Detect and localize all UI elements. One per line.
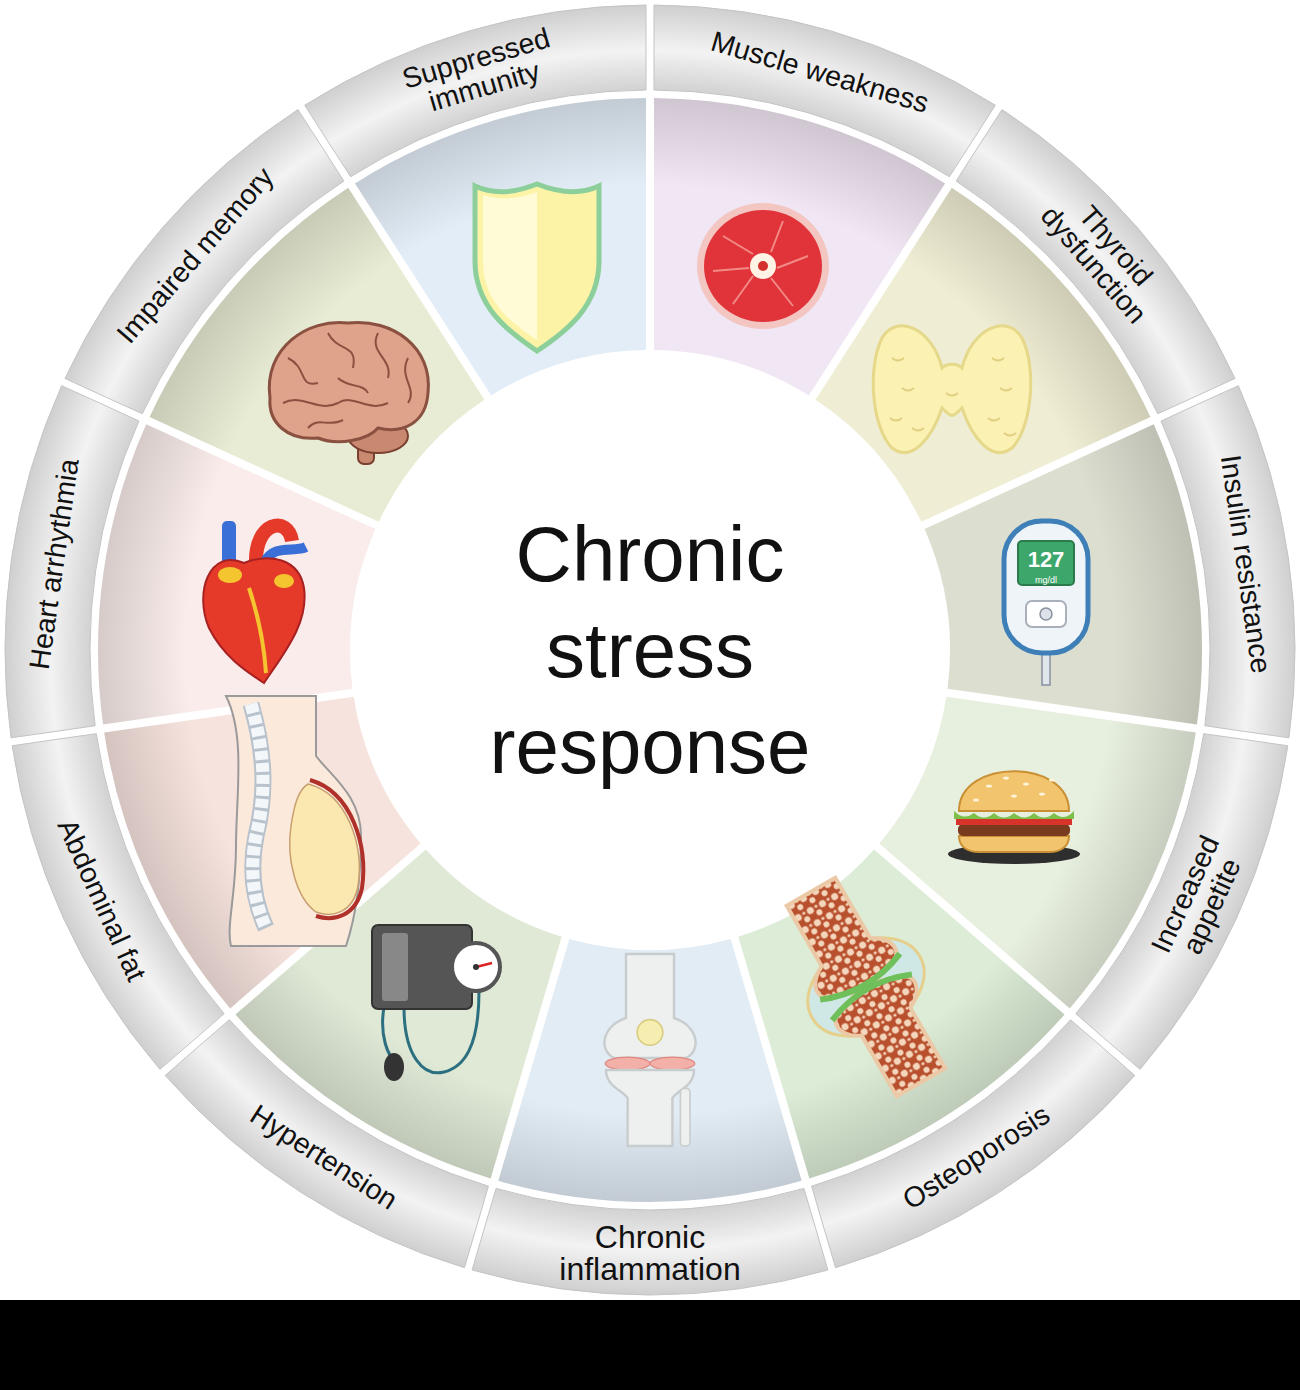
label-band [1161,386,1295,738]
label-band [12,734,224,1070]
label-band [1076,734,1288,1070]
segment-box: Abdominal fat [9,692,425,1074]
center-title: Chronic stress response [435,506,865,794]
stress-wheel: Chronic stress responseSuppressed immuni… [0,0,1300,1300]
segment-sector [925,424,1202,724]
footer-bar [0,1300,1300,1390]
label-band [305,5,646,177]
label-band [812,1020,1135,1268]
abdomen-icon [226,696,363,946]
label-band [165,1020,488,1268]
segment-outline [811,105,1239,527]
shield-icon [475,184,599,351]
label-band [956,110,1235,414]
segment-label: Chronic inflammation [535,1221,765,1285]
segment-box: Impaired memory [61,105,489,527]
glucose-meter-icon [1004,521,1088,685]
heart-icon [203,521,306,683]
segment-outline [9,692,425,1074]
label-band [472,1188,828,1295]
label-band [65,110,344,414]
center-circle: Chronic stress response [357,357,943,943]
segment-box: Thyroid dysfunction [811,105,1239,527]
readout-holder: mg/dl [1035,576,1057,585]
label-band [654,5,995,177]
bone-joint-icon [757,861,974,1114]
brain-icon [269,322,428,464]
thyroid-icon [873,326,1030,453]
blood-pressure-cuff-icon [372,925,500,1081]
readout-holder: 127 [1028,549,1065,571]
label-holder: Chronic inflammation [535,1221,765,1285]
muscle-icon [697,203,829,329]
segment-box: Insulin resistance [921,381,1297,743]
burger-icon [948,771,1080,864]
meter-readout: mg/dl [1035,576,1057,585]
knee-icon [604,954,695,1146]
meter-readout: 127 [1028,549,1065,571]
circle-shape [358,358,942,942]
label-band [5,386,139,738]
